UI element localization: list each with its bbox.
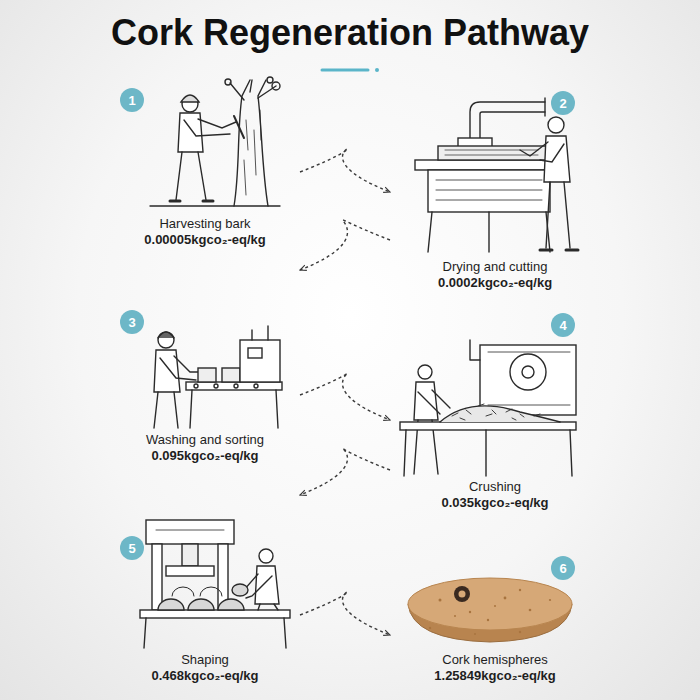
dashed-loop-arrow <box>300 373 390 420</box>
step-card: Drying and cutting0.0002kgco₂-eq/kg 2 <box>390 88 600 295</box>
step-card: Crushing0.035kgco₂-eq/kg 4 <box>390 305 600 515</box>
step-label: Crushing <box>469 479 521 495</box>
step-card: Cork hemispheres1.25849kgco₂-eq/kg 6 <box>390 525 600 688</box>
step-label: Drying and cutting <box>443 259 548 275</box>
cork-hemisphere-illustration <box>408 578 572 642</box>
crushing-illustration <box>400 340 576 476</box>
dashed-loop-arrow <box>300 220 390 270</box>
step-number-circle: 1 <box>120 88 144 112</box>
step-label: Harvesting bark <box>159 216 250 232</box>
step-number: 1 <box>128 94 135 107</box>
harvest-illustration <box>150 77 280 206</box>
step-number: 4 <box>559 319 566 332</box>
emission-value: 1.25849kgco₂-eq/kg <box>434 668 555 684</box>
step-card: Washing and sorting0.095kgco₂-eq/kg 3 <box>110 262 300 468</box>
emission-value: 0.095kgco₂-eq/kg <box>152 448 259 464</box>
step-number-circle: 2 <box>551 91 575 115</box>
emission-value: 0.035kgco₂-eq/kg <box>442 495 549 511</box>
step-label: Washing and sorting <box>146 432 264 448</box>
diagram-title: Cork Regeneration Pathway <box>0 12 700 54</box>
step-label: Shaping <box>181 652 229 668</box>
step-number: 6 <box>559 562 566 575</box>
step-number-circle: 6 <box>551 556 575 580</box>
step-number-circle: 3 <box>120 310 144 334</box>
step-label: Cork hemispheres <box>442 652 548 668</box>
dashed-loop-arrow <box>300 149 390 192</box>
step-card: Harvesting bark0.00005kgco₂-eq/kg 1 <box>110 80 300 252</box>
washing-sorting-illustration <box>154 326 282 428</box>
dashed-loop-arrow <box>300 592 390 635</box>
step-number: 3 <box>128 316 135 329</box>
shaping-illustration <box>140 520 290 648</box>
step-number: 2 <box>559 97 566 110</box>
step-card: Shaping0.468kgco₂-eq/kg 5 <box>110 478 300 688</box>
step-number: 5 <box>128 542 135 555</box>
step-number-circle: 4 <box>551 313 575 337</box>
title-decoration <box>322 68 379 72</box>
dashed-loop-arrow <box>300 448 390 495</box>
emission-value: 0.468kgco₂-eq/kg <box>152 668 259 684</box>
drying-cutting-illustration <box>415 98 578 252</box>
emission-value: 0.0002kgco₂-eq/kg <box>438 275 552 291</box>
step-number-circle: 5 <box>120 536 144 560</box>
emission-value: 0.00005kgco₂-eq/kg <box>144 232 265 248</box>
